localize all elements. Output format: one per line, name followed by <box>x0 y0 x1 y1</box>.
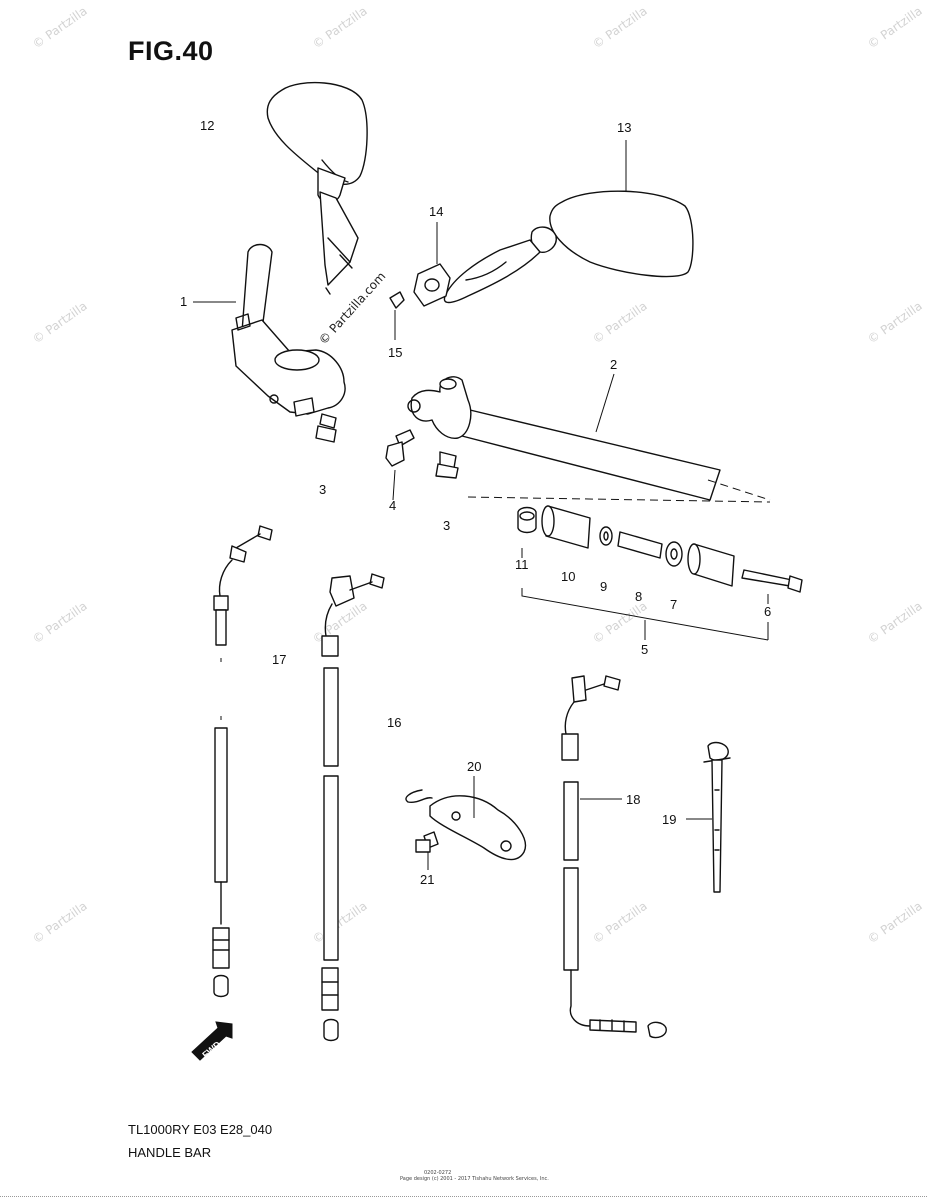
callout-17[interactable]: 17 <box>272 652 287 667</box>
callout-9[interactable]: 9 <box>600 579 608 594</box>
callout-13[interactable]: 13 <box>617 120 632 135</box>
callout-20[interactable]: 20 <box>467 759 482 774</box>
callout-7[interactable]: 7 <box>670 597 678 612</box>
part-21-bolt[interactable] <box>415 831 439 853</box>
callout-1[interactable]: 1 <box>180 294 188 309</box>
part-12-left-mirror[interactable] <box>266 81 368 295</box>
callout-8[interactable]: 8 <box>635 589 643 604</box>
callout-3-right[interactable]: 3 <box>443 518 451 533</box>
small-print-code: 0202-0272 <box>424 1170 452 1176</box>
leader-lines <box>193 140 769 870</box>
part-13-right-mirror[interactable] <box>443 190 694 304</box>
fwd-arrow-icon: FWD <box>191 1021 233 1061</box>
callout-12[interactable]: 12 <box>200 118 215 133</box>
small-print-copyright: Page design (c) 2001 - 2017 Tishahu Netw… <box>400 1176 549 1182</box>
part-3-bolt-left[interactable] <box>315 413 337 443</box>
part-14-mirror-base[interactable] <box>413 263 451 307</box>
callout-4[interactable]: 4 <box>389 498 397 513</box>
part-4-bolt[interactable] <box>385 429 415 467</box>
part-6-bar-end-weight[interactable] <box>687 543 803 593</box>
part-9-washer[interactable] <box>599 526 613 546</box>
callout-11[interactable]: 11 <box>515 557 529 572</box>
part-10-bar-end-inner[interactable] <box>541 505 591 549</box>
bottom-divider <box>0 1196 927 1197</box>
part-19-cable-tie[interactable] <box>703 741 731 893</box>
callout-6[interactable]: 6 <box>764 604 772 619</box>
callout-18[interactable]: 18 <box>626 792 641 807</box>
part-2-right-handlebar[interactable] <box>407 376 721 501</box>
diagram-name: HANDLE BAR <box>128 1145 212 1160</box>
part-3-bolt-right[interactable] <box>435 451 459 479</box>
part-7-spacer[interactable] <box>665 541 683 567</box>
part-17-throttle-cable[interactable] <box>212 525 273 998</box>
part-11-rubber-cushion[interactable] <box>517 506 537 534</box>
callout-16[interactable]: 16 <box>387 715 402 730</box>
figure-title: FIG.40 <box>128 36 214 66</box>
part-15-collar[interactable] <box>389 291 405 340</box>
part-20-cable-bracket[interactable] <box>405 789 527 861</box>
callout-3-left[interactable]: 3 <box>319 482 327 497</box>
callout-15[interactable]: 15 <box>388 345 403 360</box>
callout-10[interactable]: 10 <box>561 569 576 584</box>
diagram-code: TL1000RY E03 E28_040 <box>128 1122 273 1137</box>
part-16-throttle-cable[interactable] <box>321 573 385 1042</box>
part-18-clutch-cable[interactable] <box>561 675 667 1039</box>
callout-2[interactable]: 2 <box>610 357 618 372</box>
part-8-spacer-tube[interactable] <box>617 531 663 559</box>
part-1-left-handlebar[interactable] <box>231 243 346 417</box>
callout-5[interactable]: 5 <box>641 642 649 657</box>
callout-14[interactable]: 14 <box>429 204 444 219</box>
callout-21[interactable]: 21 <box>420 872 435 887</box>
callout-19[interactable]: 19 <box>662 812 677 827</box>
